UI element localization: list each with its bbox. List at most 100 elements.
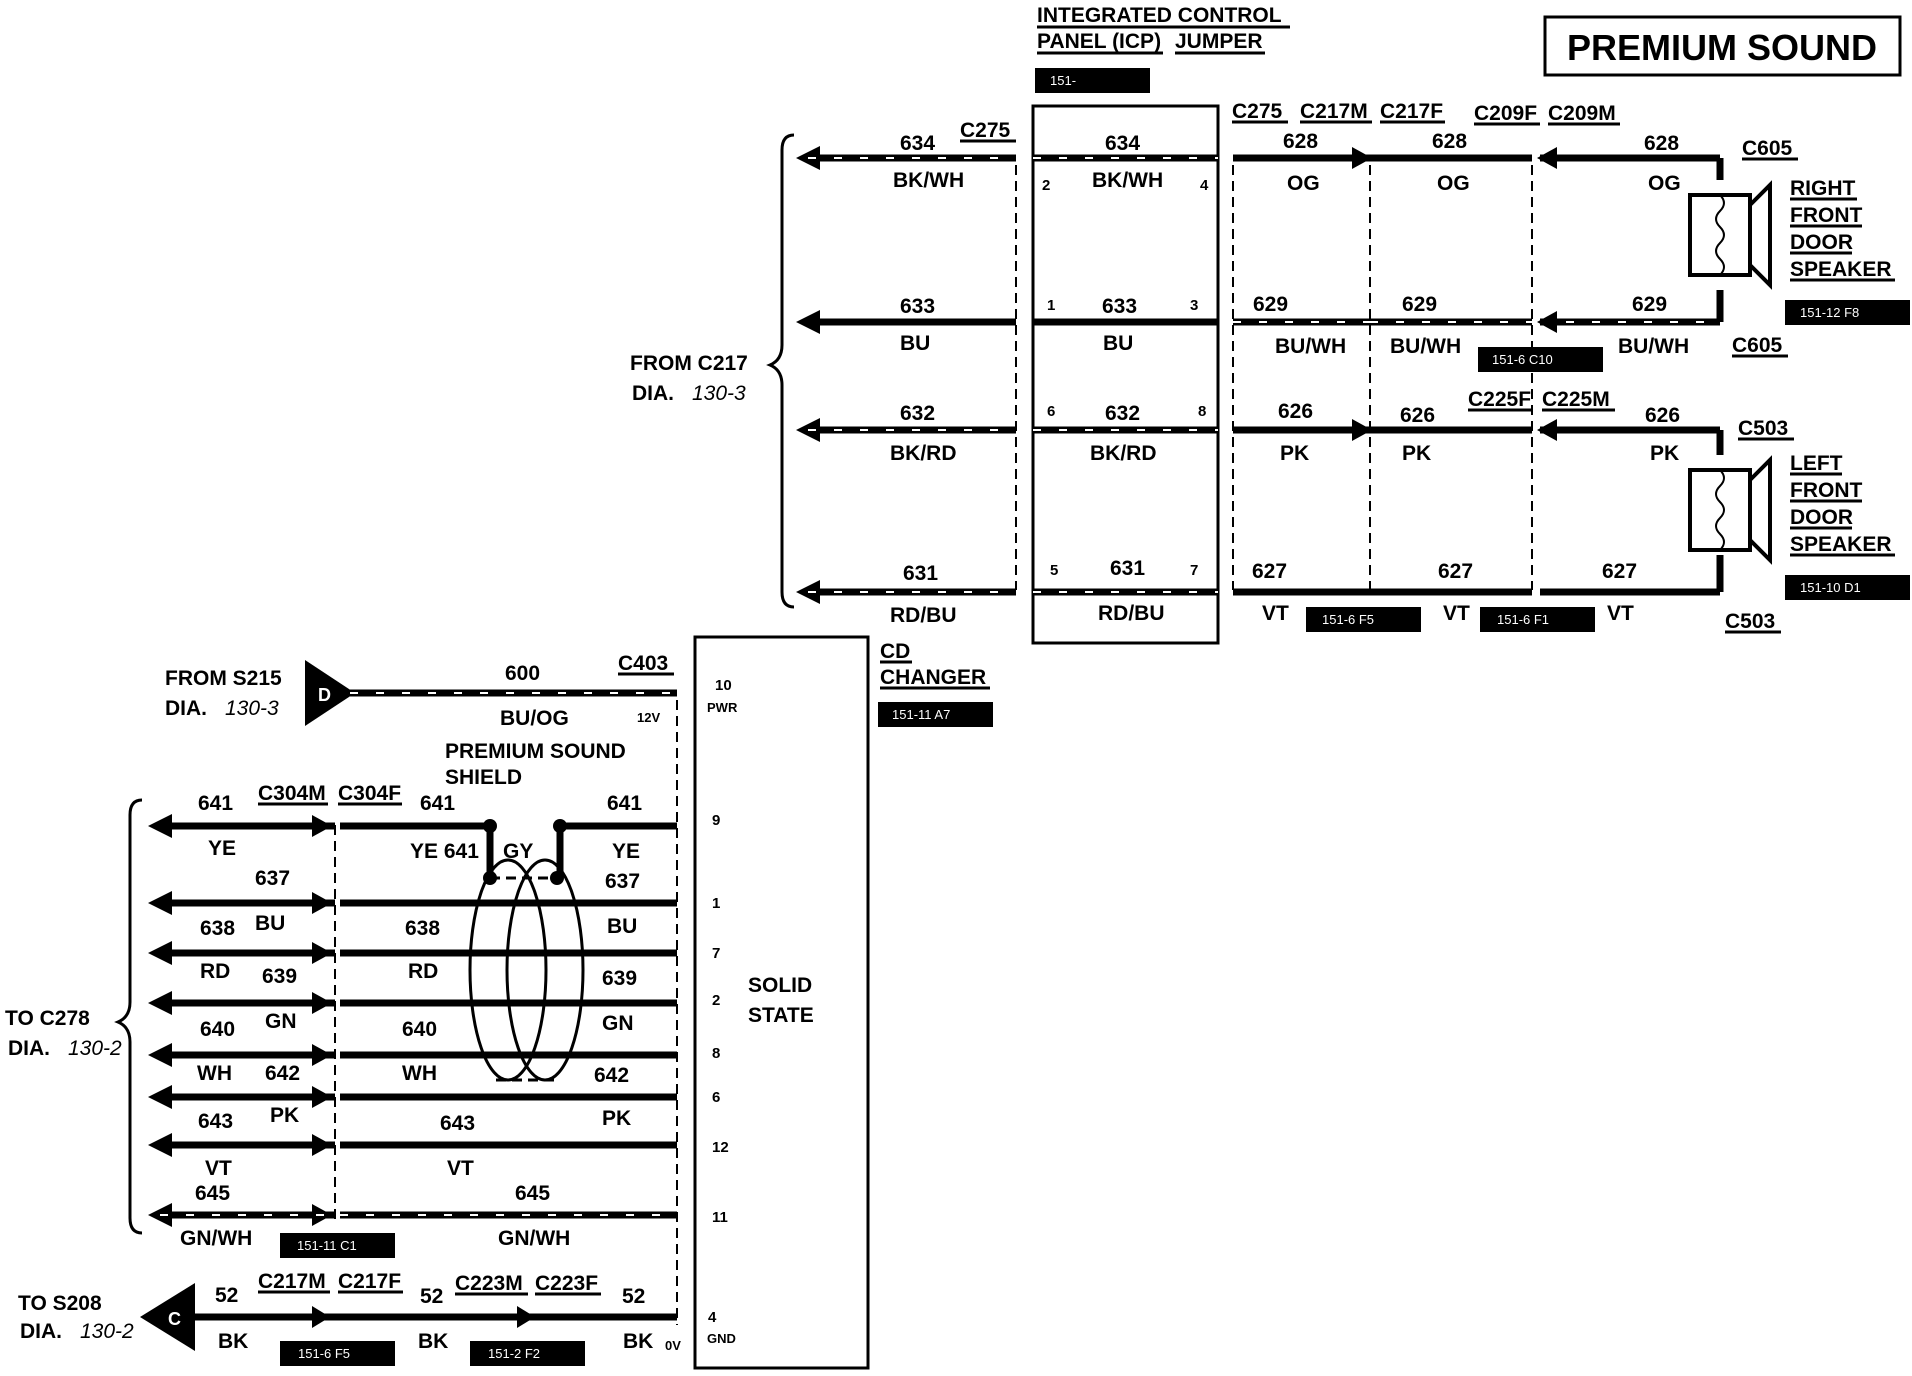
label-639-b: 639 xyxy=(602,967,637,990)
label-pk-c: PK xyxy=(1650,442,1679,465)
right-front-speaker xyxy=(1688,180,1772,290)
label-634-a: 634 xyxy=(900,132,935,155)
label-641-c: 641 xyxy=(607,792,642,815)
icp-title-line2a: PANEL (ICP) xyxy=(1037,30,1161,53)
conn-c275-left: C275 xyxy=(960,119,1011,142)
label-633-a: 633 xyxy=(900,295,935,318)
label-bu-c: BU xyxy=(255,912,285,935)
title-box: PREMIUM SOUND xyxy=(1543,15,1902,77)
rf-speaker-line1: RIGHT xyxy=(1790,177,1856,200)
label-rd-b: RD xyxy=(408,960,438,983)
label-bkwh-a: BK/WH xyxy=(893,169,964,192)
from-c217-label: FROM C217 xyxy=(630,352,748,375)
label-bk-a: BK xyxy=(218,1330,248,1353)
label-600: 600 xyxy=(505,662,540,685)
label-629-c: 629 xyxy=(1632,293,1667,316)
cd-pin-9: 9 xyxy=(712,812,720,829)
rf-speaker-line3: DOOR xyxy=(1790,231,1853,254)
conn-c503-top: C503 xyxy=(1738,417,1788,440)
icp-pin-4: 4 xyxy=(1200,177,1209,194)
label-641-b: 641 xyxy=(420,792,455,815)
label-632-a: 632 xyxy=(900,402,935,425)
label-bu-a: BU xyxy=(900,332,930,355)
ref-151-6-f5-a: 151-6 F5 xyxy=(1322,612,1374,627)
label-628-c: 628 xyxy=(1644,132,1679,155)
left-front-speaker xyxy=(1688,455,1772,565)
ref-151-6-c10: 151-6 C10 xyxy=(1492,352,1553,367)
from-c217-brace xyxy=(766,133,795,609)
label-wh-a: WH xyxy=(197,1062,232,1085)
conn-c225m: C225M xyxy=(1542,388,1610,411)
label-629-a: 629 xyxy=(1253,293,1288,316)
cd-pin-7: 7 xyxy=(712,945,720,962)
label-632-b: 632 xyxy=(1105,402,1140,425)
label-buwh-c: BU/WH xyxy=(1618,335,1689,358)
label-637-b: 637 xyxy=(605,870,640,893)
label-626-a: 626 xyxy=(1278,400,1313,423)
label-641-a: 641 xyxy=(198,792,233,815)
ref-151-12-f8: 151-12 F8 xyxy=(1800,305,1859,320)
label-rdbu-a: RD/BU xyxy=(890,604,957,627)
conn-c605-top: C605 xyxy=(1742,137,1793,160)
rf-speaker-line4: SPEAKER xyxy=(1790,258,1892,281)
icp-ref: 151- xyxy=(1050,73,1076,88)
conn-c403: C403 xyxy=(618,652,668,675)
label-642-b: 642 xyxy=(594,1064,629,1087)
cd-changer-box xyxy=(693,635,870,1370)
label-bkwh-b: BK/WH xyxy=(1092,169,1163,192)
icp-pin-6: 6 xyxy=(1047,403,1055,420)
conn-c275-right: C275 xyxy=(1232,100,1283,123)
cd-pin-1: 1 xyxy=(712,895,720,912)
label-buwh-b: BU/WH xyxy=(1390,335,1461,358)
icp-pin-8: 8 xyxy=(1198,403,1206,420)
to-s208-dia: DIA. xyxy=(20,1320,62,1343)
icp-pin-5: 5 xyxy=(1050,562,1058,579)
ref-151-11-a7: 151-11 A7 xyxy=(892,707,950,722)
solid-state-line1: SOLID xyxy=(748,974,812,997)
ref-151-6-f5-b: 151-6 F5 xyxy=(298,1346,350,1361)
label-og-c: OG xyxy=(1648,172,1681,195)
to-c278-brace xyxy=(114,798,143,1235)
label-gnwh-b: GN/WH xyxy=(498,1227,570,1250)
label-gn-a: GN xyxy=(265,1010,297,1033)
label-vt-d: VT xyxy=(205,1157,232,1180)
conn-c225f: C225F xyxy=(1468,388,1531,411)
label-wh-b: WH xyxy=(402,1062,437,1085)
to-c278-label: TO C278 xyxy=(5,1007,90,1030)
label-buwh-a: BU/WH xyxy=(1275,335,1346,358)
label-628-b: 628 xyxy=(1432,130,1467,153)
label-vt-e: VT xyxy=(447,1157,474,1180)
label-0v: 0V xyxy=(665,1338,681,1353)
shield-label-line1: PREMIUM SOUND xyxy=(445,740,626,763)
label-52-a: 52 xyxy=(215,1284,238,1307)
conn-c605-bottom: C605 xyxy=(1732,334,1783,357)
label-634-b: 634 xyxy=(1105,132,1140,155)
label-bk-c: BK xyxy=(623,1330,653,1353)
lf-speaker-line3: DOOR xyxy=(1790,506,1853,529)
from-c217-dia-num: 130-3 xyxy=(692,382,746,405)
conn-c217f: C217F xyxy=(1380,100,1443,123)
label-52-c: 52 xyxy=(622,1285,645,1308)
to-s208-dia-num: 130-2 xyxy=(80,1320,134,1343)
label-bk-b: BK xyxy=(418,1330,448,1353)
cd-pin-4: 4 xyxy=(708,1309,717,1326)
lf-speaker-line4: SPEAKER xyxy=(1790,533,1892,556)
conn-c217f-lower: C217F xyxy=(338,1270,401,1293)
label-og-a: OG xyxy=(1287,172,1320,195)
label-643-a: 643 xyxy=(198,1110,233,1133)
wire-row-633 xyxy=(796,290,1724,334)
icp-title-line1: INTEGRATED CONTROL xyxy=(1037,4,1282,27)
rf-speaker-line2: FRONT xyxy=(1790,204,1862,227)
label-buog: BU/OG xyxy=(500,707,569,730)
icp-title-line2b: JUMPER xyxy=(1175,30,1263,53)
label-bkrd-b: BK/RD xyxy=(1090,442,1157,465)
solid-state-line2: STATE xyxy=(748,1004,814,1027)
label-ye-c: YE xyxy=(612,840,640,863)
label-pk-d: PK xyxy=(602,1107,631,1130)
to-c278-dia-num: 130-2 xyxy=(68,1037,122,1060)
icp-pin-1: 1 xyxy=(1047,297,1055,314)
cd-pin-pwr: PWR xyxy=(707,700,738,715)
conn-c304m: C304M xyxy=(258,782,326,805)
label-640-b: 640 xyxy=(402,1018,437,1041)
cd-changer-line1: CD xyxy=(880,640,910,663)
